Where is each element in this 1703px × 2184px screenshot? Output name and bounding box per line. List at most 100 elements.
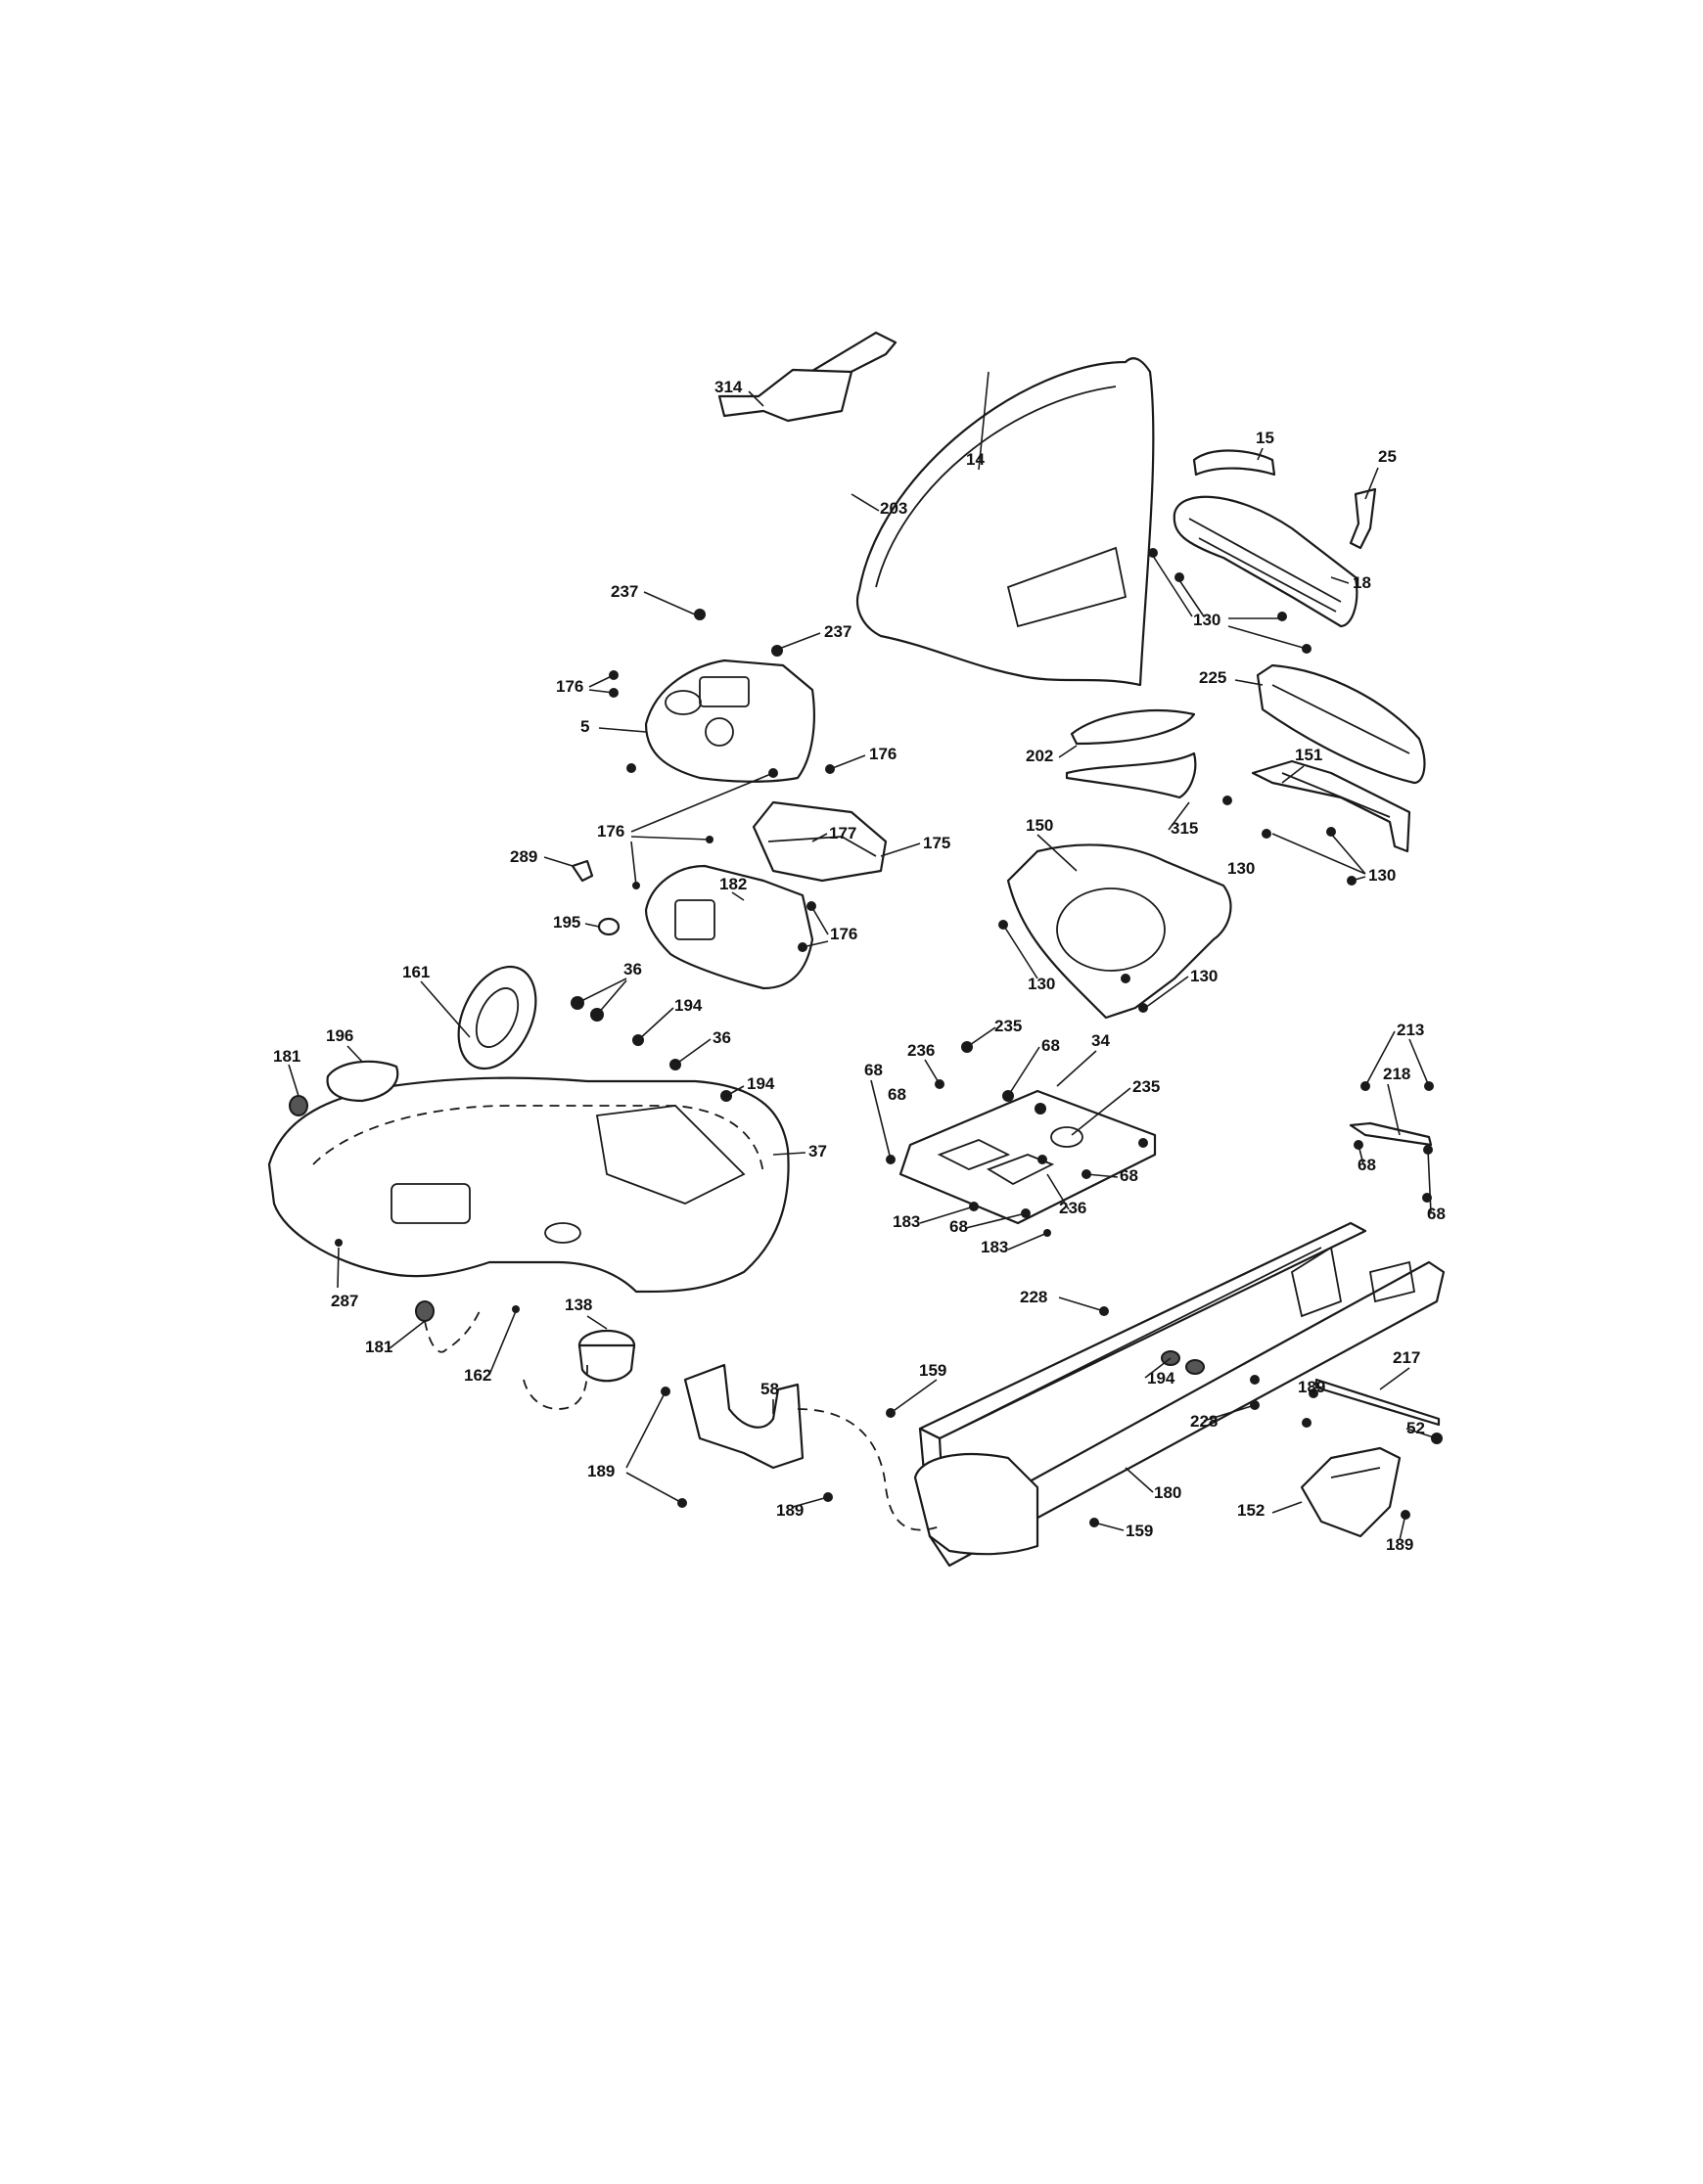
hood-14 xyxy=(855,357,1155,687)
bracket-218 xyxy=(1349,1121,1433,1147)
callout-181-b: 181 xyxy=(365,1338,392,1356)
support-150 xyxy=(1006,843,1232,1020)
callout-36-b: 36 xyxy=(713,1028,731,1047)
plate-34 xyxy=(898,1089,1157,1225)
dashed-path-138 xyxy=(523,1364,588,1410)
callout-58: 58 xyxy=(760,1380,779,1398)
grille-insert-225 xyxy=(1256,663,1426,785)
callout-36-a: 36 xyxy=(623,960,642,978)
callout-315: 315 xyxy=(1171,819,1198,838)
callout-183-a: 183 xyxy=(893,1212,920,1231)
callout-236-a: 236 xyxy=(907,1041,935,1060)
dial-161 xyxy=(457,965,537,1070)
callout-175: 175 xyxy=(923,834,950,852)
callout-130-a: 130 xyxy=(1193,611,1220,629)
frame-180 xyxy=(913,1221,1446,1568)
callout-68-e: 68 xyxy=(1427,1205,1446,1223)
callout-176-b: 176 xyxy=(869,745,897,763)
callout-68-d: 68 xyxy=(1358,1156,1376,1174)
callout-150: 150 xyxy=(1026,816,1053,835)
panel-315 xyxy=(1065,751,1197,799)
callout-159-b: 159 xyxy=(1126,1522,1153,1540)
callout-287: 287 xyxy=(331,1292,358,1310)
callout-176-c: 176 xyxy=(597,822,624,841)
callout-130-e: 130 xyxy=(1190,967,1218,985)
callout-194-b: 194 xyxy=(747,1074,775,1093)
callout-68-f: 68 xyxy=(949,1217,968,1236)
cap-195 xyxy=(597,917,621,936)
callout-194-a: 194 xyxy=(674,996,703,1015)
callout-217: 217 xyxy=(1393,1348,1420,1367)
callout-68-g: 68 xyxy=(888,1085,906,1104)
grille-18 xyxy=(1173,495,1358,628)
bracket-151 xyxy=(1251,759,1411,853)
seat-cap-196 xyxy=(326,1060,399,1103)
callout-202: 202 xyxy=(1026,747,1053,765)
guard-152 xyxy=(1300,1446,1402,1538)
bracket-58 xyxy=(683,1363,805,1470)
bushing-138 xyxy=(577,1329,636,1383)
callout-177: 177 xyxy=(829,824,856,842)
callout-189-b: 189 xyxy=(587,1462,615,1480)
callout-161: 161 xyxy=(402,963,430,981)
dashed-path-181 xyxy=(424,1310,481,1353)
callout-68-a: 68 xyxy=(1041,1036,1060,1055)
callout-68-b: 68 xyxy=(864,1061,883,1079)
bar-217 xyxy=(1314,1378,1441,1427)
dash-5 xyxy=(644,659,815,783)
callout-189-c: 189 xyxy=(776,1501,804,1520)
decal-25 xyxy=(1349,487,1377,550)
callout-152: 152 xyxy=(1237,1501,1265,1520)
callout-5: 5 xyxy=(580,717,589,736)
fender-37 xyxy=(267,1076,790,1294)
callout-130-c: 130 xyxy=(1368,866,1396,885)
callout-15: 15 xyxy=(1256,429,1274,447)
callout-176-d: 176 xyxy=(830,925,857,943)
callout-138: 138 xyxy=(565,1296,592,1314)
callout-162: 162 xyxy=(464,1366,491,1385)
callout-130-b: 130 xyxy=(1227,859,1255,878)
callout-34: 34 xyxy=(1091,1031,1110,1050)
callout-130-d: 130 xyxy=(1028,975,1055,993)
callout-189-a: 189 xyxy=(1298,1378,1325,1396)
callout-176-a: 176 xyxy=(556,677,583,696)
callout-151: 151 xyxy=(1295,746,1322,764)
callout-18: 18 xyxy=(1353,573,1371,592)
callout-14: 14 xyxy=(966,450,985,469)
callout-237-b: 237 xyxy=(824,622,852,641)
callout-228-a: 228 xyxy=(1020,1288,1047,1306)
callout-314: 314 xyxy=(714,378,743,396)
callout-181-a: 181 xyxy=(273,1047,300,1066)
bracket-289 xyxy=(571,859,594,883)
callout-182: 182 xyxy=(719,875,747,893)
callout-237-a: 237 xyxy=(611,582,638,601)
callout-225: 225 xyxy=(1199,668,1226,687)
panel-202 xyxy=(1070,708,1196,746)
bracket-175-177 xyxy=(752,800,888,883)
callout-203: 203 xyxy=(880,499,907,518)
bracket-314 xyxy=(717,368,853,423)
callout-68-c: 68 xyxy=(1120,1166,1138,1185)
dashed-path-frame xyxy=(797,1408,941,1531)
callout-194-c: 194 xyxy=(1147,1369,1175,1388)
callout-labels: 15 25 14 203 314 18 130 130 237 237 176 … xyxy=(273,378,1446,1554)
callout-289: 289 xyxy=(510,847,537,866)
bumper-181 xyxy=(289,1095,435,1322)
callout-195: 195 xyxy=(553,913,580,932)
callout-235-b: 235 xyxy=(1132,1077,1160,1096)
emblem-15 xyxy=(1192,449,1276,477)
callout-218: 218 xyxy=(1383,1065,1410,1083)
callout-196: 196 xyxy=(326,1026,353,1045)
callout-25: 25 xyxy=(1378,447,1397,466)
callout-37: 37 xyxy=(808,1142,827,1160)
callout-235-a: 235 xyxy=(994,1017,1022,1035)
callout-213: 213 xyxy=(1397,1021,1424,1039)
callout-180: 180 xyxy=(1154,1483,1181,1502)
leader-lines xyxy=(288,371,1438,1541)
callout-52: 52 xyxy=(1406,1419,1425,1437)
callout-159-a: 159 xyxy=(919,1361,946,1380)
callout-189-d: 189 xyxy=(1386,1535,1413,1554)
callout-183-b: 183 xyxy=(981,1238,1008,1256)
console-182 xyxy=(644,864,814,990)
